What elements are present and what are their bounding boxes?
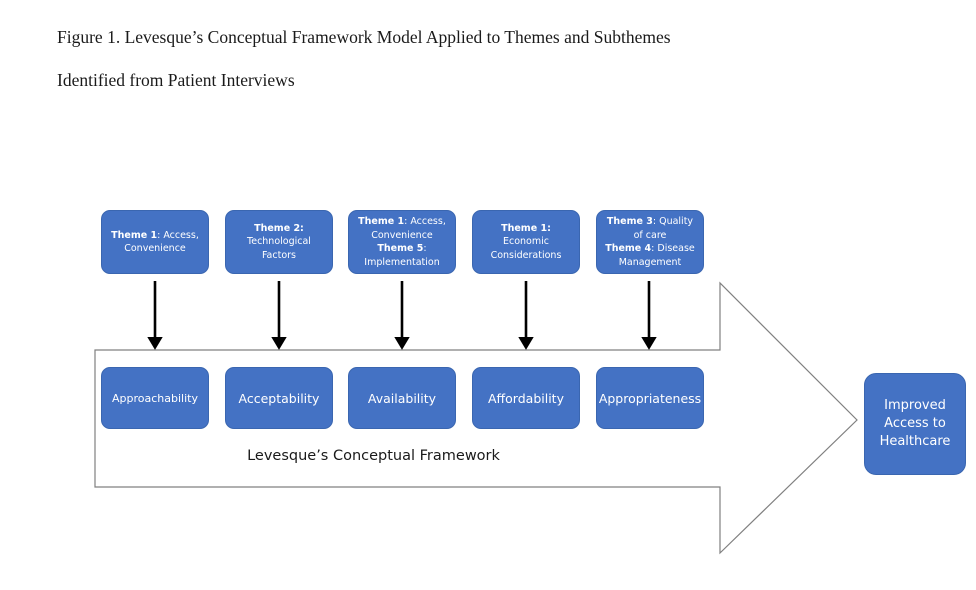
framework-label: Levesque’s Conceptual Framework: [247, 448, 500, 464]
dimension-box-acceptability[interactable]: Acceptability: [225, 367, 333, 429]
connector-arrow-lines: [147, 281, 657, 350]
theme-box-4-line-3: Considerations: [490, 249, 562, 261]
theme-box-2-line-1: Theme 2:: [254, 222, 304, 234]
theme-box-2-line-2: Technological: [247, 236, 311, 248]
theme-box-3-line-4: Implementation: [364, 256, 440, 268]
theme-box-1-line-2: Convenience: [124, 243, 186, 254]
dimension-box-availability-label: Availability: [367, 390, 437, 406]
dimension-box-availability[interactable]: Availability: [348, 367, 456, 429]
outcome-box[interactable]: Improved Access to Healthcare: [864, 373, 966, 475]
figure-caption: Figure 1. Levesque’s Conceptual Framewor…: [57, 27, 671, 90]
theme-box-3-line-1: Theme 1: Access,: [358, 216, 446, 227]
theme-box-1-line-1: Theme 1: Access,: [111, 229, 199, 241]
theme-box-1[interactable]: Theme 1: Access, Convenience: [101, 210, 209, 274]
theme-box-3-line-2: Convenience: [371, 229, 433, 241]
outcome-box-line-2: Access to: [884, 416, 946, 431]
dimension-box-appropriateness[interactable]: Appropriateness: [596, 367, 704, 429]
theme-box-5-line-1: Theme 3: Quality: [606, 216, 694, 227]
dimension-box-approachability[interactable]: Approachability: [101, 367, 209, 429]
theme-box-1-text: Theme 1: Access, Convenience: [111, 229, 199, 256]
dimension-box-affordability-label: Affordability: [488, 390, 564, 406]
theme-box-4-line-1: Theme 1:: [501, 222, 551, 234]
theme-box-5-line-2: of care: [633, 229, 667, 241]
dimension-box-appropriateness-label: Appropriateness: [598, 390, 702, 406]
outcome-box-line-3: Healthcare: [879, 434, 951, 449]
dimension-box-affordability[interactable]: Affordability: [472, 367, 580, 429]
theme-box-2-line-3: Factors: [261, 249, 296, 261]
theme-box-3-line-3: Theme 5:: [377, 243, 427, 254]
dimension-box-approachability-label: Approachability: [112, 391, 198, 405]
dimension-box-acceptability-label: Acceptability: [238, 390, 320, 406]
theme-box-5-line-3: Theme 4: Disease: [605, 243, 695, 254]
theme-box-4-line-2: Economic: [503, 236, 549, 248]
outcome-box-line-1: Improved: [884, 398, 946, 413]
theme-box-5-line-4: Management: [618, 256, 682, 268]
